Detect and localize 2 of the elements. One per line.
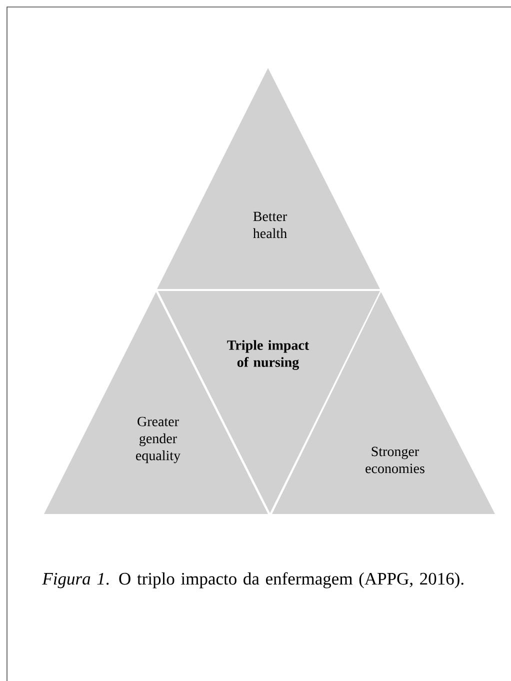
caption: Figura 1. O triplo impacto da enfermagem (APPG, 2016).	[42, 572, 464, 588]
triangle: Better health	[157, 68, 380, 289]
